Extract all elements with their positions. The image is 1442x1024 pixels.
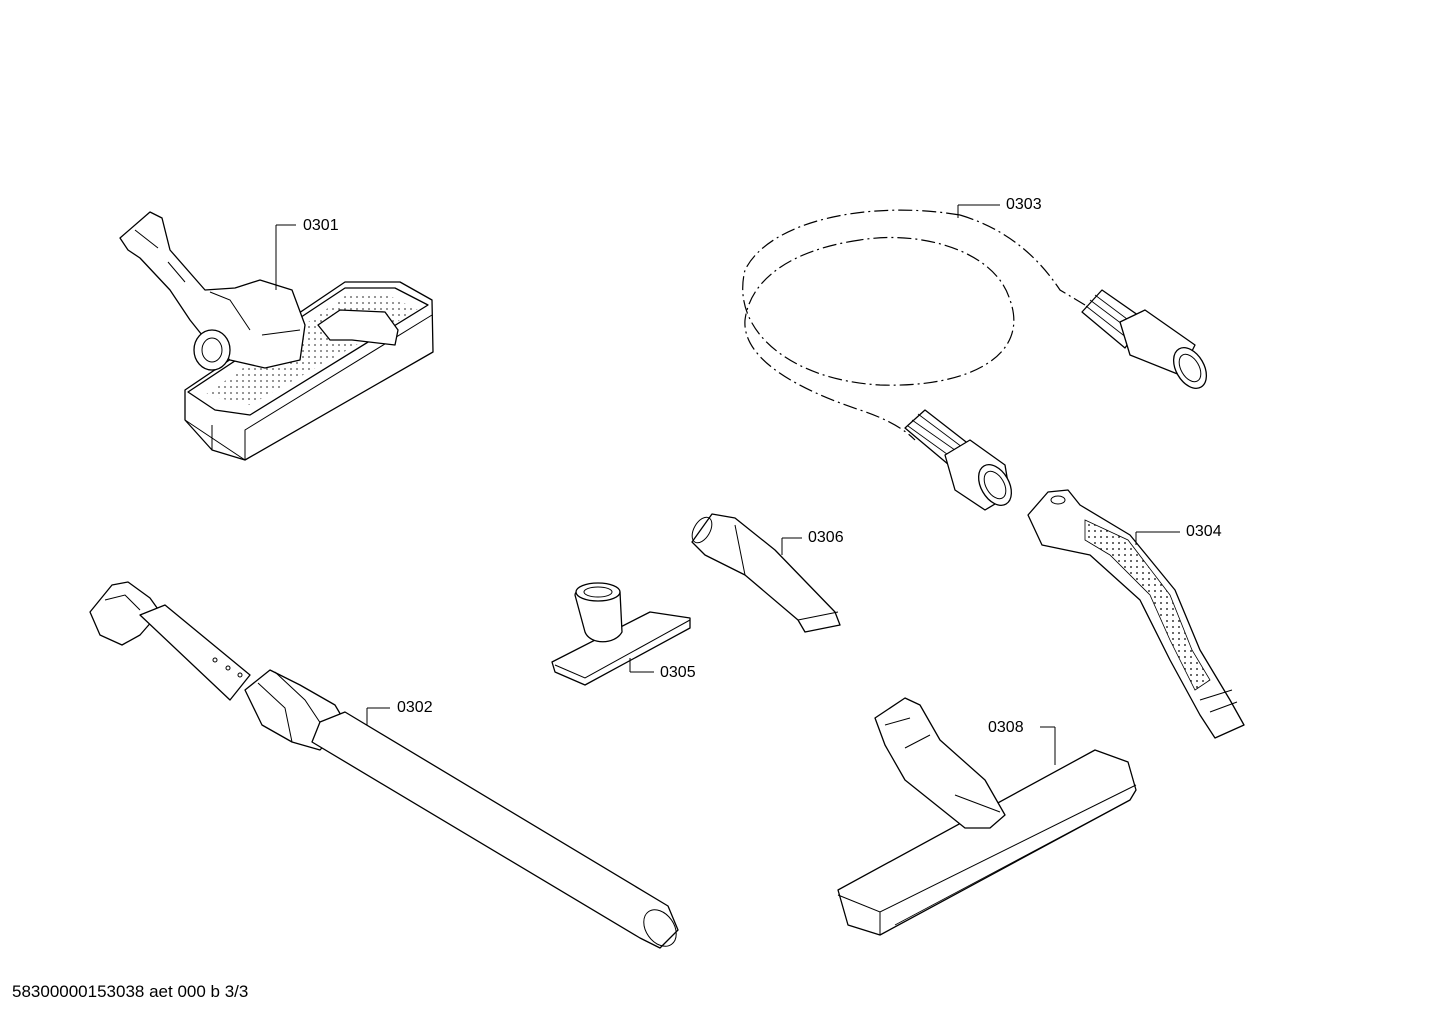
part-label-0306: 0306 [808, 529, 844, 546]
document-reference: 58300000153038 aet 000 b 3/3 [12, 982, 249, 1001]
part-label-0303: 0303 [1006, 196, 1042, 213]
part-0301-floor-brush [119, 211, 434, 461]
part-0306-crevice-nozzle [691, 513, 841, 633]
part-label-0305: 0305 [660, 664, 696, 681]
part-label-0304: 0304 [1186, 523, 1222, 540]
part-0304-handle [1027, 489, 1245, 739]
part-label-0308: 0308 [988, 719, 1024, 736]
part-0305-upholstery-nozzle [551, 582, 691, 686]
part-0302-telescopic-tube [89, 581, 679, 949]
part-0308-parquet-brush [837, 697, 1137, 936]
part-label-0301: 0301 [303, 217, 339, 234]
part-label-0302: 0302 [397, 699, 433, 716]
part-0303-hose [742, 209, 1208, 511]
